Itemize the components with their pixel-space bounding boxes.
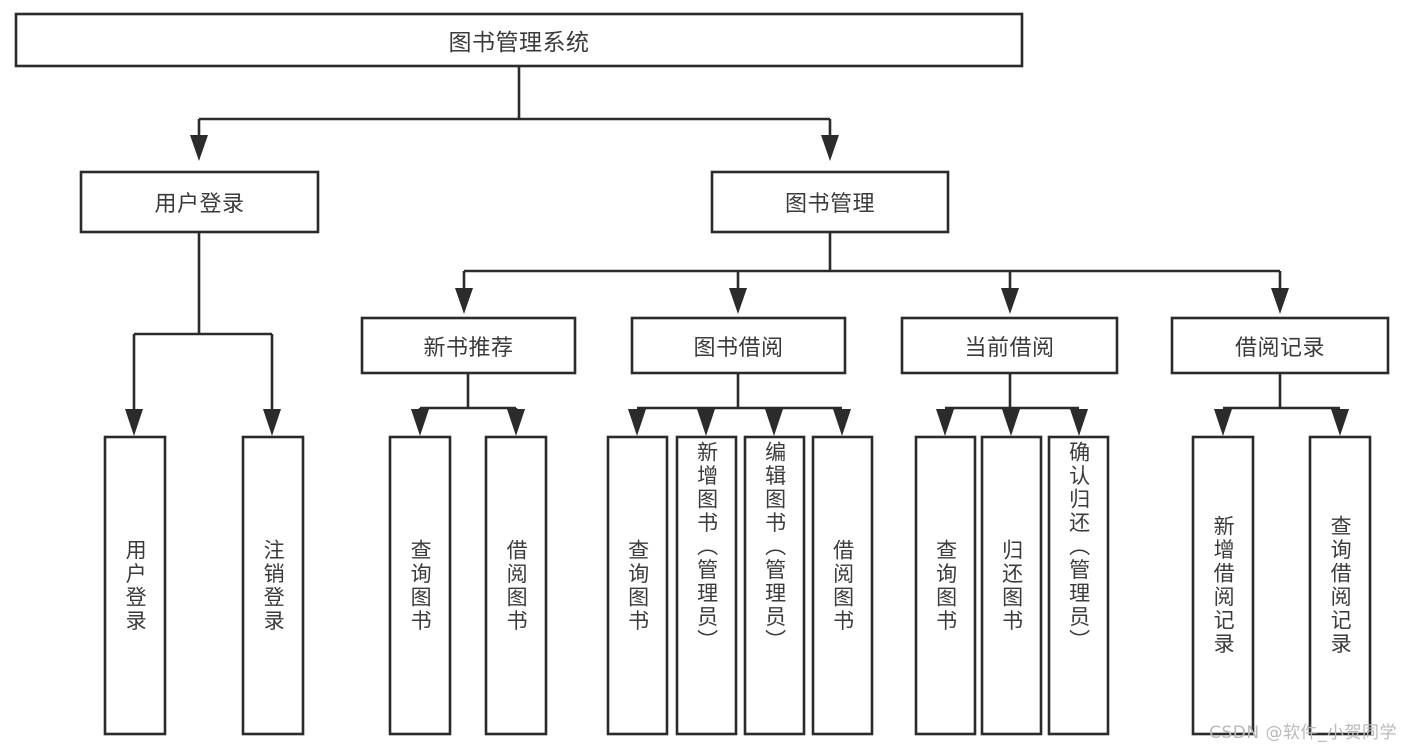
arrow-head-leaf-add-book	[697, 409, 715, 436]
node-box-leaf-edit-book[interactable]	[743, 435, 806, 736]
node-box-user-login[interactable]	[79, 170, 320, 234]
arrow-head-leaf-query-book-1	[411, 409, 429, 436]
node-box-current-borrow[interactable]	[900, 316, 1119, 375]
arrow-head-leaf-add-record	[1214, 409, 1232, 436]
node-box-system-root[interactable]	[14, 12, 1024, 68]
node-box-leaf-query-book-2[interactable]	[606, 435, 669, 736]
arrow-head-book-mgmt	[821, 135, 839, 161]
arrow-head-new-book-recommend	[455, 288, 473, 314]
watermark-csdn: CSDN @软件_小贺同学	[1209, 723, 1397, 743]
arrow-head-leaf-edit-book	[765, 409, 783, 436]
node-box-leaf-add-record[interactable]	[1191, 435, 1255, 736]
arrow-head-current-borrow	[1001, 288, 1019, 314]
arrow-head-leaf-query-book-2	[628, 409, 646, 436]
arrow-head-leaf-borrow-book-2	[833, 409, 851, 436]
arrow-head-leaf-confirm-return	[1070, 409, 1088, 436]
arrow-head-borrow-record	[1271, 288, 1289, 314]
node-box-leaf-return-book[interactable]	[980, 435, 1043, 736]
node-box-leaf-borrow-book-1[interactable]	[484, 435, 548, 736]
node-box-book-management[interactable]	[710, 170, 950, 234]
node-box-leaf-query-book-1[interactable]	[388, 435, 452, 736]
arrow-head-user-login	[190, 135, 208, 161]
arrow-head-book-borrow	[729, 288, 747, 314]
arrow-head-leaf-user-login	[125, 409, 143, 436]
node-box-leaf-logout[interactable]	[241, 435, 305, 736]
node-box-new-book-recommend[interactable]	[360, 316, 577, 375]
node-box-leaf-query-record[interactable]	[1308, 435, 1372, 736]
arrow-head-leaf-return-book	[1002, 409, 1020, 436]
node-box-leaf-query-book-3[interactable]	[914, 435, 977, 736]
node-box-borrow-record[interactable]	[1170, 316, 1390, 375]
node-box-book-borrow[interactable]	[630, 316, 847, 375]
arrow-head-leaf-logout	[263, 409, 281, 436]
node-box-leaf-confirm-return[interactable]	[1047, 435, 1110, 736]
node-box-leaf-borrow-book-2[interactable]	[811, 435, 874, 736]
node-box-leaf-add-book[interactable]	[675, 435, 738, 736]
arrow-head-leaf-query-record	[1331, 409, 1349, 436]
arrow-head-leaf-query-book-3	[936, 409, 954, 436]
node-box-leaf-user-login[interactable]	[103, 435, 167, 736]
arrow-head-leaf-borrow-book-1	[507, 409, 525, 436]
